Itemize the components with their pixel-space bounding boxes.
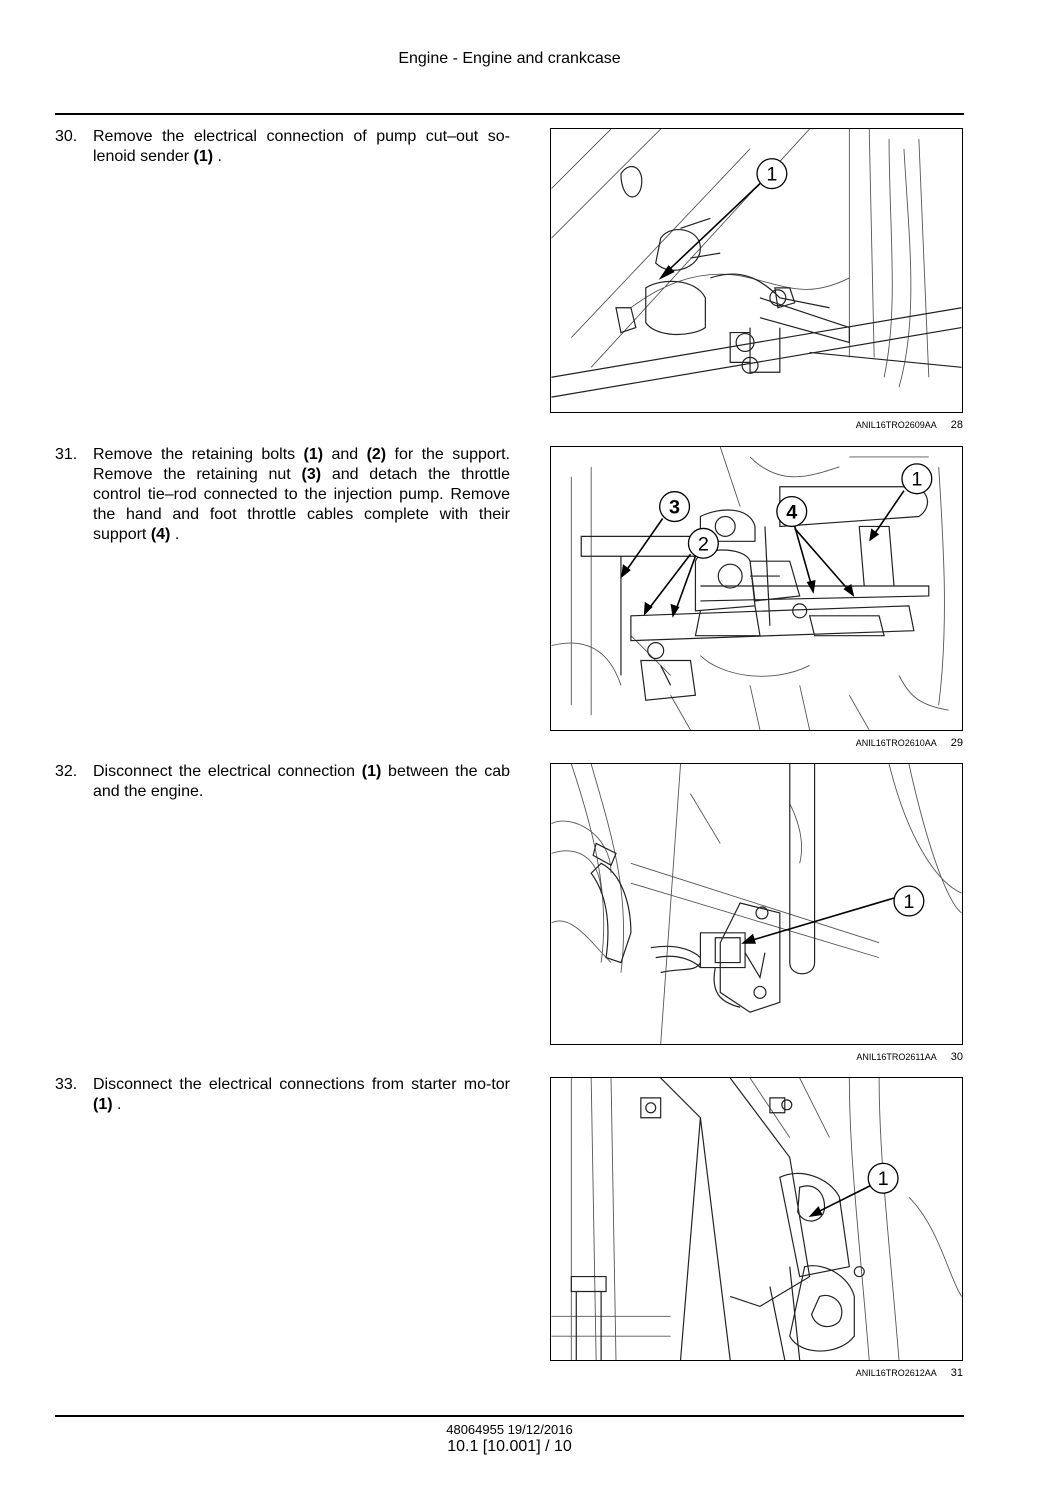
callout-label: 2 xyxy=(698,533,709,555)
arrow-icon xyxy=(808,1206,823,1218)
arrow-icon xyxy=(806,580,816,594)
step-32: 32. Disconnect the electrical connection… xyxy=(55,762,510,802)
figure-29-illustration: 1 2 3 4 xyxy=(551,447,949,730)
callout-label: 3 xyxy=(669,497,680,519)
figure-28: 1 xyxy=(550,128,963,413)
figure-code: ANIL16TRO2609AA xyxy=(855,420,937,430)
header-rule xyxy=(55,113,964,115)
callout-circle xyxy=(756,158,788,190)
step-number: 32. xyxy=(55,763,78,780)
step-number: 33. xyxy=(55,1076,78,1093)
figure-31: 1 xyxy=(550,1077,963,1361)
arrow-icon xyxy=(658,265,675,280)
figure-29: 1 2 3 4 xyxy=(550,446,963,731)
figure-28-caption: ANIL16TRO2609AA 28 xyxy=(550,419,963,431)
figure-31-caption: ANIL16TRO2612AA 31 xyxy=(550,1367,963,1379)
page-header-title: Engine - Engine and crankcase xyxy=(398,50,621,67)
callout-leader-1 xyxy=(665,183,761,274)
figure-number: 28 xyxy=(950,419,963,431)
arrow-icon xyxy=(670,603,680,618)
step-number: 31. xyxy=(55,446,78,463)
arrow-icon xyxy=(843,584,855,597)
callout-label: 1 xyxy=(766,164,777,186)
figure-number: 30 xyxy=(950,1051,963,1063)
figure-30-caption: ANIL16TRO2611AA 30 xyxy=(550,1051,963,1063)
arrow-icon xyxy=(741,933,757,944)
figure-30-illustration: 1 xyxy=(551,764,962,1044)
callout-label: 1 xyxy=(878,1168,889,1190)
arrow-icon xyxy=(643,601,653,616)
figure-number: 31 xyxy=(950,1367,963,1379)
callout-label: 1 xyxy=(903,891,914,913)
figure-28-illustration: 1 xyxy=(551,129,962,398)
footer-rule xyxy=(55,1415,964,1417)
figure-code: ANIL16TRO2612AA xyxy=(855,1368,937,1378)
callout-label: 4 xyxy=(786,501,797,523)
figure-code: ANIL16TRO2610AA xyxy=(855,738,937,748)
figure-number: 29 xyxy=(950,737,963,749)
step-text: Disconnect the electrical connections fr… xyxy=(93,1076,510,1113)
figure-29-caption: ANIL16TRO2610AA 29 xyxy=(550,737,963,749)
callout-label: 1 xyxy=(911,469,922,491)
step-text: Disconnect the electrical connection (1)… xyxy=(93,763,510,800)
step-number: 30. xyxy=(55,128,78,145)
figure-code: ANIL16TRO2611AA xyxy=(856,1052,937,1062)
figure-30: 1 xyxy=(550,763,963,1045)
step-31: 31. Remove the retaining bolts (1) and (… xyxy=(55,445,510,545)
step-33: 33. Disconnect the electrical connection… xyxy=(55,1075,510,1115)
footer-document-reference: 48064955 19/12/2016 xyxy=(446,1422,573,1437)
step-30: 30. Remove the electrical connection of … xyxy=(55,127,510,167)
figure-31-illustration: 1 xyxy=(551,1078,962,1360)
arrow-icon xyxy=(869,528,880,542)
footer-page-reference: 10.1 [10.001] / 10 xyxy=(447,1438,572,1455)
arrow-icon xyxy=(620,564,631,579)
step-text: Remove the electrical connection of pump… xyxy=(93,128,510,165)
step-text: Remove the retaining bolts (1) and (2) f… xyxy=(93,446,511,543)
